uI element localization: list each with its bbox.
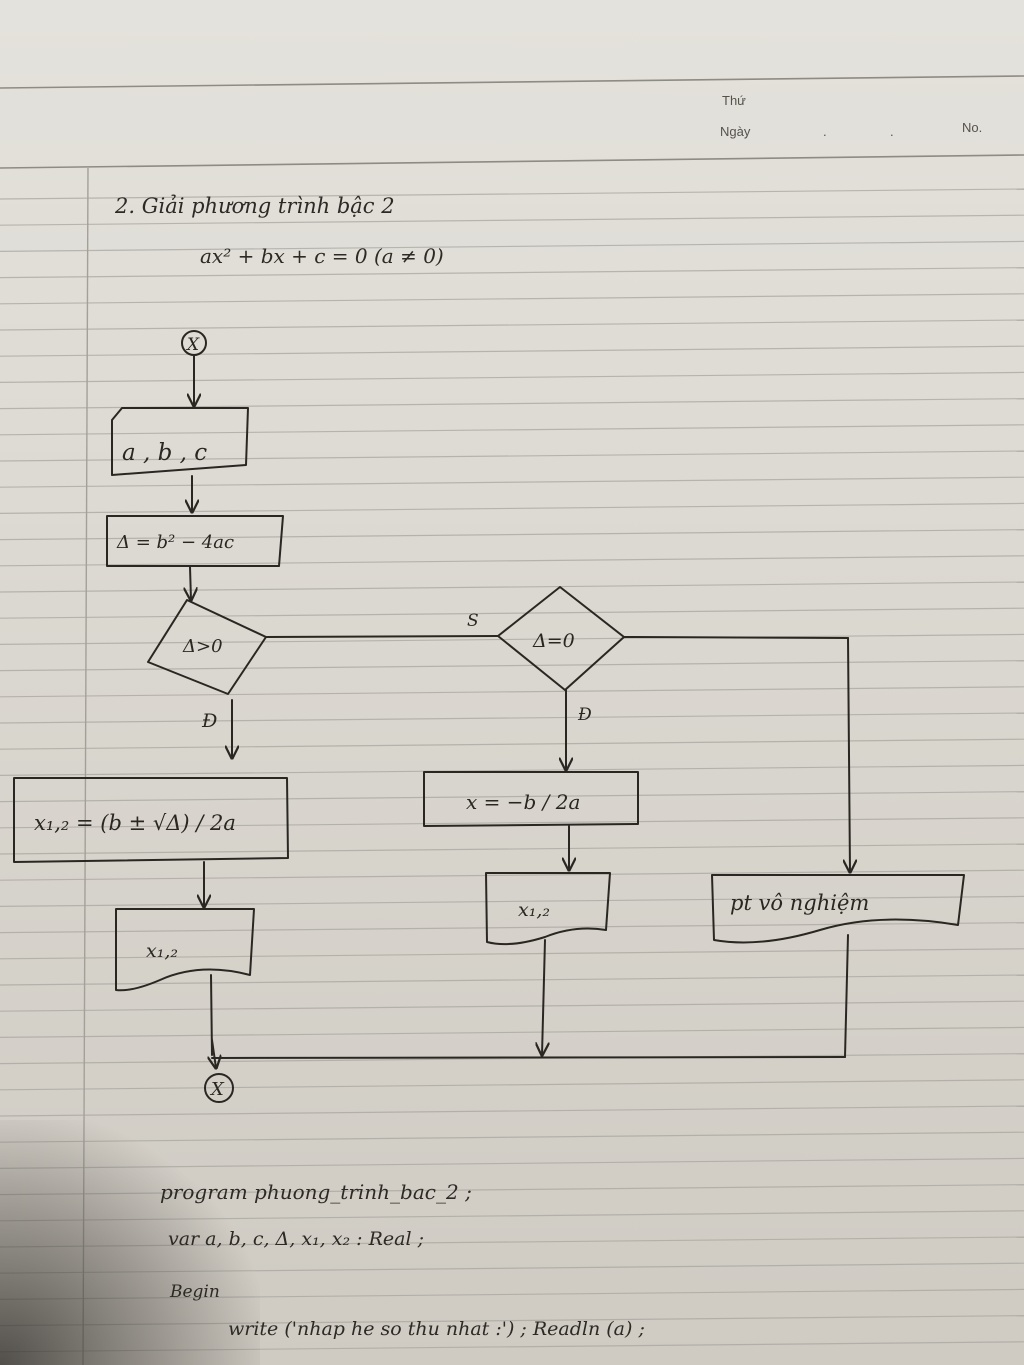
day-label: Thứ (722, 93, 746, 108)
code-line-write: write ('nhap he so thu nhat :') ; Readln… (228, 1318, 645, 1340)
arrow-cond2-false (848, 637, 850, 872)
no-solution-doc (711, 874, 965, 944)
ruled-line (0, 502, 1024, 514)
no-label: No. (962, 120, 983, 135)
calc-two-roots-box (13, 777, 289, 863)
ruled-line (0, 345, 1024, 357)
equation-line: ax² + bx + c = 0 (a ≠ 0) (200, 244, 444, 268)
line-cond1-false (265, 635, 499, 638)
ruled-line (0, 581, 1024, 593)
line-output2-down (542, 939, 545, 1055)
output-two-roots-doc (115, 908, 255, 992)
start-symbol: X (185, 335, 200, 355)
line-nosol-down (844, 934, 849, 1058)
input-text: a , b , c (122, 440, 207, 466)
delta-text: Δ = b² − 4ac (116, 532, 234, 553)
output-one-root-doc (485, 872, 611, 946)
ruled-line (0, 607, 1024, 619)
ruled-line (0, 1026, 1024, 1038)
ruled-line (0, 1000, 1024, 1012)
date-dot-1: . (823, 124, 827, 139)
code-line-program: program phuong_trinh_bac_2 ; (160, 1180, 472, 1204)
end-symbol: X (209, 1079, 225, 1100)
branch-true2-label: Đ (577, 705, 592, 725)
ruled-line (0, 293, 1024, 305)
arrow-end (212, 1039, 216, 1068)
ruled-line (0, 1053, 1024, 1065)
ruled-line (0, 398, 1024, 410)
code-line-var: var a, b, c, Δ, x₁, x₂ : Real ; (168, 1228, 424, 1250)
input-box (111, 407, 249, 476)
ruled-line (0, 922, 1024, 934)
ruled-line (0, 948, 1024, 960)
ruled-line (0, 843, 1024, 855)
calc-one-root-box (423, 771, 639, 827)
cond1-diamond (147, 599, 267, 695)
cond2-text: Δ=0 (532, 630, 575, 652)
date-dot-2: . (890, 124, 894, 139)
ruled-line (0, 555, 1024, 567)
end-terminal (204, 1073, 234, 1103)
ruled-line (0, 267, 1024, 279)
ruled-line (0, 371, 1024, 383)
delta-box (106, 515, 284, 567)
ruled-line (0, 188, 1024, 200)
date-label: Ngày (720, 124, 751, 139)
ruled-line (0, 633, 1024, 645)
exercise-title: 2. Giải phương trình bậc 2 (115, 194, 395, 218)
ruled-line (0, 529, 1024, 541)
output-one-root-text: x₁,₂ (518, 899, 550, 921)
ruled-line (0, 895, 1024, 907)
no-solution-text: pt vô nghiệm (730, 891, 869, 915)
ruled-line (0, 686, 1024, 698)
line-cond2-false (623, 636, 849, 639)
code-line-begin: Begin (170, 1282, 220, 1302)
ruled-line (0, 974, 1024, 986)
cond1-text: Δ>0 (182, 636, 223, 657)
ruled-line (0, 1105, 1024, 1117)
branch-true1-label: Đ (201, 710, 217, 732)
ruled-line (0, 817, 1024, 829)
calc-two-roots-text: x₁,₂ = (b ± √Δ) / 2a (34, 811, 236, 835)
ruled-line (0, 240, 1024, 252)
arrow-delta-cond1 (190, 566, 191, 600)
ruled-line (0, 738, 1024, 750)
ruled-line (0, 214, 1024, 226)
ruled-line (0, 450, 1024, 462)
ruled-line (0, 712, 1024, 724)
output-two-roots-text: x₁,₂ (146, 940, 178, 962)
ruled-line (0, 660, 1024, 672)
hand-shadow (0, 1120, 260, 1365)
calc-one-root-text: x = −b / 2a (466, 790, 580, 814)
ruled-line (0, 424, 1024, 436)
branch-s-label: S (467, 611, 479, 631)
ruled-line (0, 791, 1024, 803)
ruled-line (0, 764, 1024, 776)
ruled-line (0, 476, 1024, 488)
line-merge (211, 1056, 846, 1059)
ruled-line (0, 1079, 1024, 1091)
ruled-line (0, 319, 1024, 331)
